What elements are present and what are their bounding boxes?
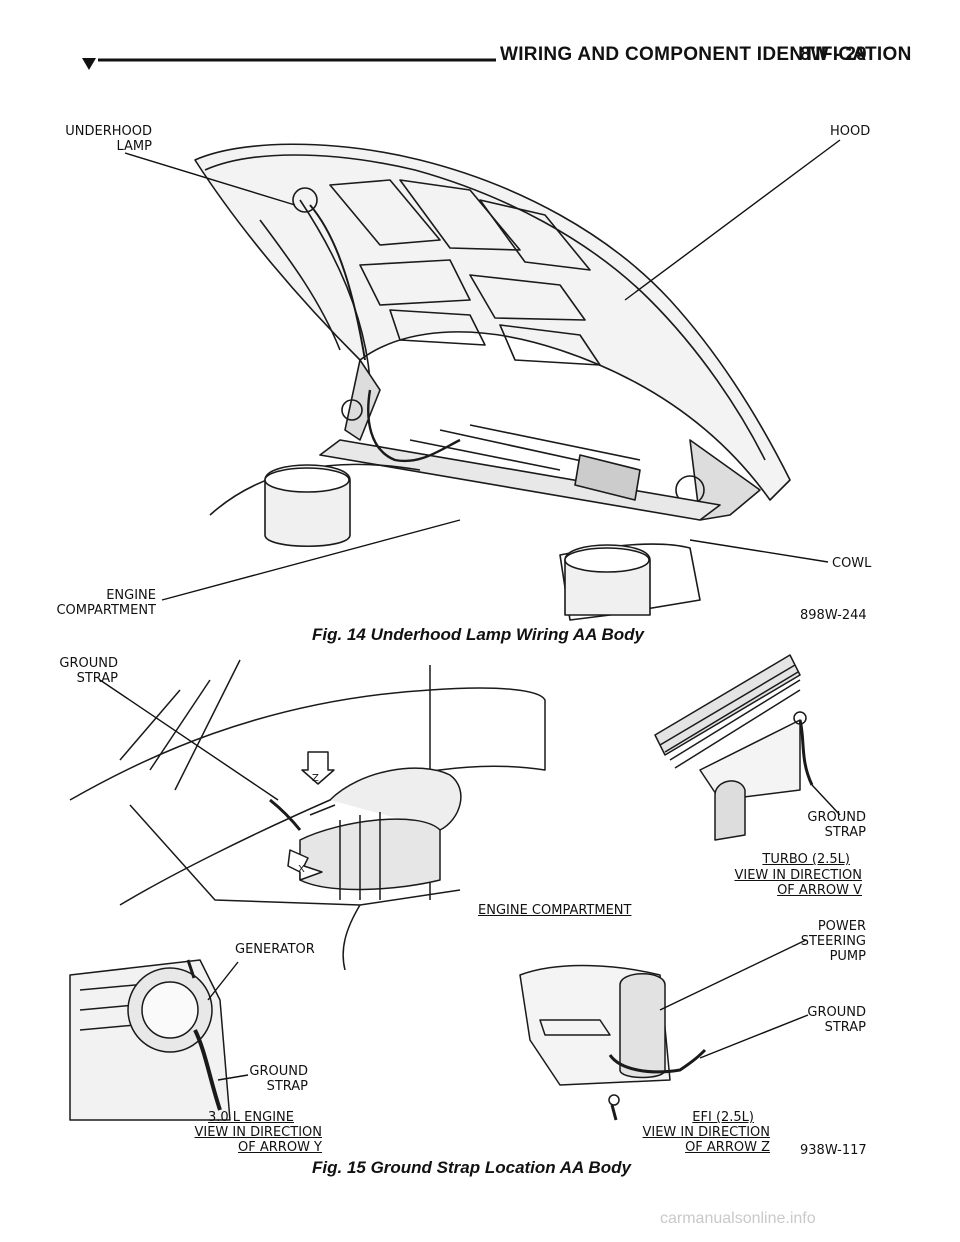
label-ground-strap-top: GROUND STRAP	[59, 656, 118, 686]
label-power-steering-pump: POWER STEERING PUMP	[800, 919, 866, 964]
section-title: WIRING AND COMPONENT IDENTIFICATION	[500, 44, 912, 65]
arrow-z-letter: Z	[312, 773, 319, 784]
label-ground-strap-30: GROUND STRAP	[249, 1064, 308, 1094]
label-engine-compartment-fig15: ENGINE COMPARTMENT	[478, 903, 632, 918]
caption-fig14: Fig. 14 Underhood Lamp Wiring AA Body	[312, 625, 644, 644]
figure-code-fig15: 938W-117	[800, 1143, 867, 1158]
caption-fig15: Fig. 15 Ground Strap Location AA Body	[312, 1158, 631, 1177]
label-engine-compartment-fig14: ENGINE COMPARTMENT	[56, 588, 156, 618]
label-ground-strap-efi: GROUND STRAP	[807, 1005, 866, 1035]
page-header: WIRING AND COMPONENT IDENTIFICATION 8W -…	[0, 0, 960, 90]
watermark: carmanualsonline.info	[660, 1210, 816, 1227]
header-rule	[82, 58, 496, 70]
label-cowl: COWL	[832, 556, 872, 571]
down-triangle-icon	[82, 58, 96, 70]
label-underhood-lamp: UNDERHOOD LAMP	[65, 124, 152, 154]
label-turbo-title: TURBO (2.5L)	[762, 852, 850, 867]
label-ground-strap-turbo: GROUND STRAP	[807, 810, 866, 840]
label-turbo-view: VIEW IN DIRECTION OF ARROW V	[734, 868, 862, 898]
figure-code-fig14: 898W-244	[800, 608, 867, 623]
label-engine-30-view: VIEW IN DIRECTION OF ARROW Y	[194, 1125, 322, 1155]
label-engine-30-title: 3.0 L ENGINE	[208, 1110, 294, 1125]
page-number: 8W - 29	[800, 44, 867, 65]
label-hood: HOOD	[830, 124, 871, 139]
arrow-x-letter: X	[298, 864, 305, 875]
label-efi-title: EFI (2.5L)	[692, 1110, 754, 1125]
label-generator: GENERATOR	[235, 942, 315, 957]
label-efi-view: VIEW IN DIRECTION OF ARROW Z	[642, 1125, 770, 1155]
